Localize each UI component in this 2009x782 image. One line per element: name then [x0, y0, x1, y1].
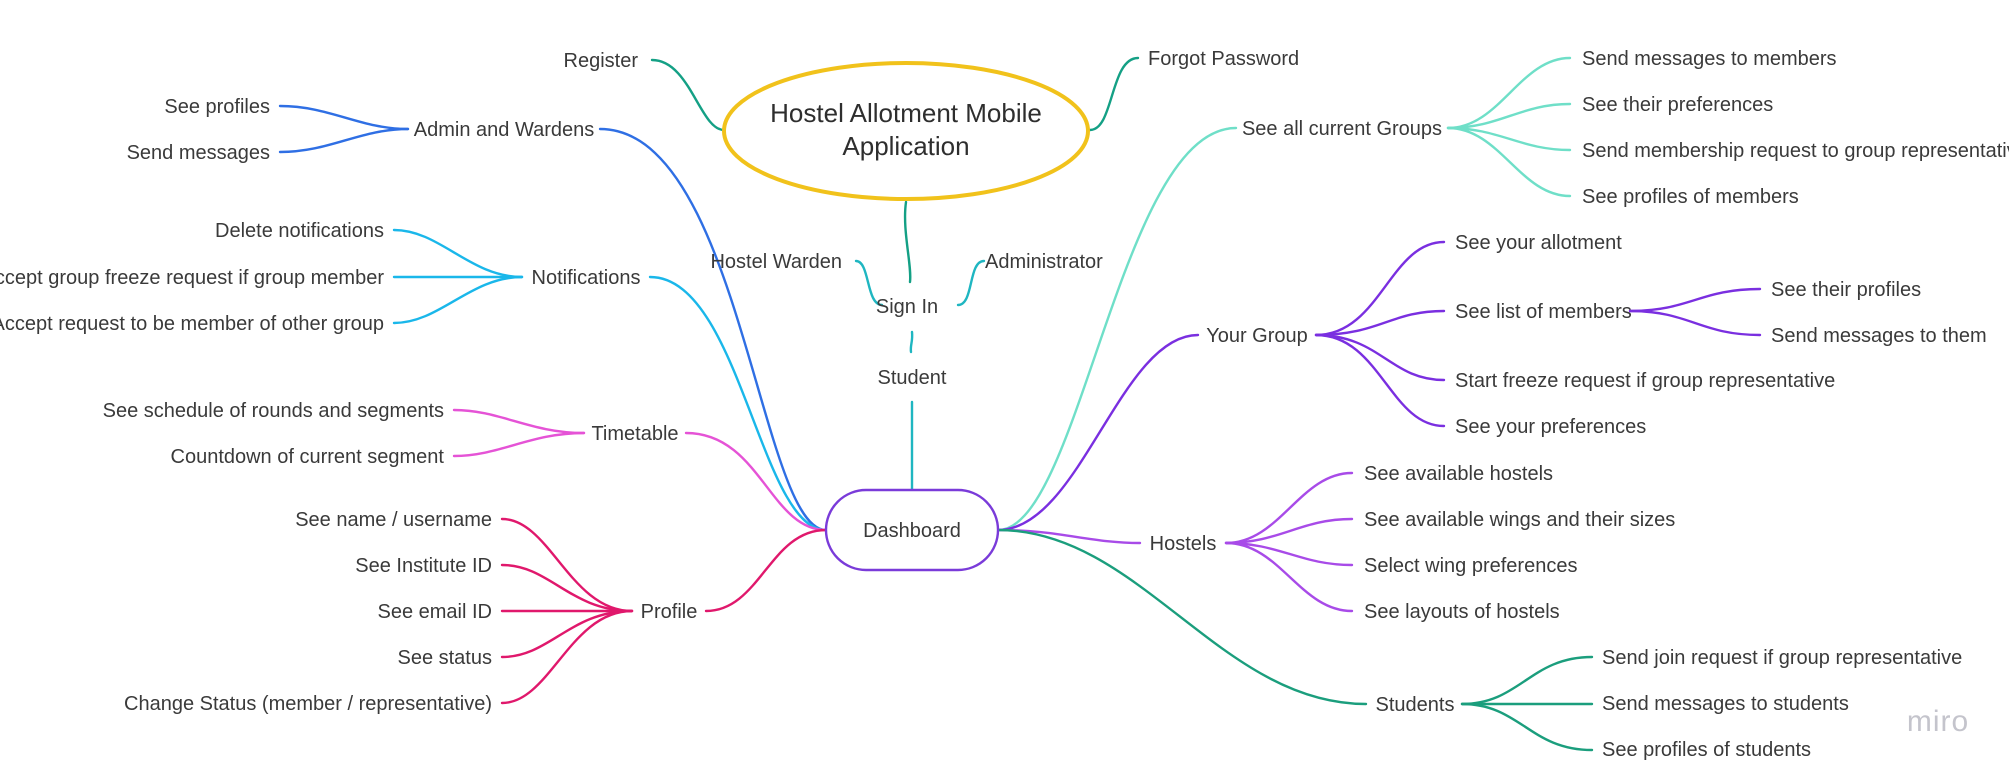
members-child-messages[interactable]: Send messages to them: [1771, 325, 1987, 347]
title-line-1: Hostel Allotment Mobile: [770, 98, 1042, 128]
edge-profile-institute: [500, 563, 634, 613]
edge-signin-administrator: [956, 259, 986, 307]
dashboard-label: Dashboard: [863, 520, 961, 542]
yourgroup-child-members[interactable]: See list of members: [1455, 301, 1632, 323]
profile-node[interactable]: Profile: [641, 601, 698, 623]
timetable-child-countdown[interactable]: Countdown of current segment: [171, 446, 445, 468]
admin-wardens-node[interactable]: Admin and Wardens: [414, 119, 594, 141]
forgot-password-node[interactable]: Forgot Password: [1148, 48, 1299, 70]
timetable-child-schedule[interactable]: See schedule of rounds and segments: [103, 400, 444, 422]
edge-groups-profiles: [1446, 126, 1572, 198]
students-child-messages[interactable]: Send messages to students: [1602, 693, 1849, 715]
edge-yourgroup-allotment: [1314, 240, 1446, 337]
edge-signin-student: [909, 330, 914, 354]
notif-child-accept-freeze[interactable]: Accept group freeze request if group mem…: [0, 267, 384, 289]
groups-child-send-messages[interactable]: Send messages to members: [1582, 48, 1837, 70]
edge-dashboard-students: [996, 528, 1368, 706]
edge-signin-warden: [854, 259, 884, 307]
current-groups-node[interactable]: See all current Groups: [1242, 118, 1442, 140]
students-node[interactable]: Students: [1376, 694, 1455, 716]
edge-dashboard-profile: [704, 528, 828, 613]
edge-hostels-layouts: [1224, 541, 1354, 613]
register-node[interactable]: Register: [564, 50, 639, 72]
notif-child-accept-member[interactable]: Accept request to be member of other gro…: [0, 313, 384, 335]
edge-dashboard-groups: [996, 126, 1238, 532]
edge-title-signin: [903, 200, 912, 284]
your-group-node[interactable]: Your Group: [1206, 325, 1308, 347]
edge-forgot-password: [1088, 56, 1140, 132]
edge-notif-delete: [392, 228, 524, 279]
profile-child-institute[interactable]: See Institute ID: [355, 555, 492, 577]
hostel-warden-node[interactable]: Hostel Warden: [710, 251, 842, 273]
timetable-node[interactable]: Timetable: [591, 423, 678, 445]
edge-hostels-available: [1224, 471, 1354, 545]
profile-child-email[interactable]: See email ID: [378, 601, 493, 623]
profile-child-change-status[interactable]: Change Status (member / representative): [124, 693, 492, 715]
edge-dashboard-timetable: [684, 431, 828, 532]
edge-members-messages: [1628, 309, 1762, 337]
title-ellipse[interactable]: [722, 61, 1090, 201]
edge-members-profiles: [1628, 287, 1762, 313]
edge-groups-send-messages: [1446, 56, 1572, 130]
students-child-join[interactable]: Send join request if group representativ…: [1602, 647, 1962, 669]
student-node[interactable]: Student: [878, 367, 947, 389]
profile-child-name[interactable]: See name / username: [295, 509, 492, 531]
edge-dashboard-notifications: [648, 275, 828, 532]
groups-child-membership-request[interactable]: Send membership request to group represe…: [1582, 140, 2009, 162]
edge-yourgroup-preferences: [1314, 333, 1446, 428]
edge-timetable-schedule: [452, 408, 586, 435]
hostels-child-wings[interactable]: See available wings and their sizes: [1364, 509, 1675, 531]
edge-yourgroup-members: [1314, 309, 1446, 337]
edge-students-profiles: [1460, 702, 1594, 752]
title-line-2: Application: [842, 131, 969, 161]
groups-child-profiles[interactable]: See profiles of members: [1582, 186, 1799, 208]
edge-profile-name: [500, 517, 634, 613]
administrator-node[interactable]: Administrator: [985, 251, 1103, 273]
groups-child-preferences[interactable]: See their preferences: [1582, 94, 1773, 116]
admin-child-see-profiles[interactable]: See profiles: [164, 96, 270, 118]
edge-dashboard-your-group: [996, 333, 1200, 532]
yourgroup-child-freeze[interactable]: Start freeze request if group representa…: [1455, 370, 1835, 392]
sign-in-node[interactable]: Sign In: [876, 296, 938, 318]
hostels-child-layouts[interactable]: See layouts of hostels: [1364, 601, 1560, 623]
edge-admin-see-profiles: [278, 104, 410, 131]
students-child-profiles[interactable]: See profiles of students: [1602, 739, 1811, 761]
edge-notif-accept-member: [392, 275, 524, 325]
yourgroup-child-allotment[interactable]: See your allotment: [1455, 232, 1622, 254]
notif-child-delete[interactable]: Delete notifications: [215, 220, 384, 242]
members-child-profiles[interactable]: See their profiles: [1771, 279, 1921, 301]
yourgroup-child-preferences[interactable]: See your preferences: [1455, 416, 1646, 438]
admin-child-send-messages[interactable]: Send messages: [127, 142, 270, 164]
profile-child-status[interactable]: See status: [397, 647, 492, 669]
hostels-child-available[interactable]: See available hostels: [1364, 463, 1553, 485]
edge-groups-preferences: [1446, 102, 1572, 130]
notifications-node[interactable]: Notifications: [532, 267, 641, 289]
dashboard-node[interactable]: [824, 488, 1000, 572]
edge-admin-send-messages: [278, 127, 410, 154]
edge-timetable-countdown: [452, 431, 586, 458]
edge-hostels-select-wing: [1224, 541, 1354, 567]
hostels-child-select-wing[interactable]: Select wing preferences: [1364, 555, 1577, 577]
edge-profile-change-status: [500, 609, 634, 705]
edge-students-join: [1460, 655, 1594, 706]
edge-dashboard-admin: [598, 127, 828, 532]
hostels-node[interactable]: Hostels: [1150, 533, 1217, 555]
miro-watermark: miro: [1907, 705, 1969, 738]
edge-yourgroup-freeze: [1314, 333, 1446, 382]
edge-profile-status: [500, 609, 634, 659]
edge-register: [650, 58, 726, 132]
edge-groups-membership-request: [1446, 126, 1572, 152]
edge-hostels-wings: [1224, 517, 1354, 545]
